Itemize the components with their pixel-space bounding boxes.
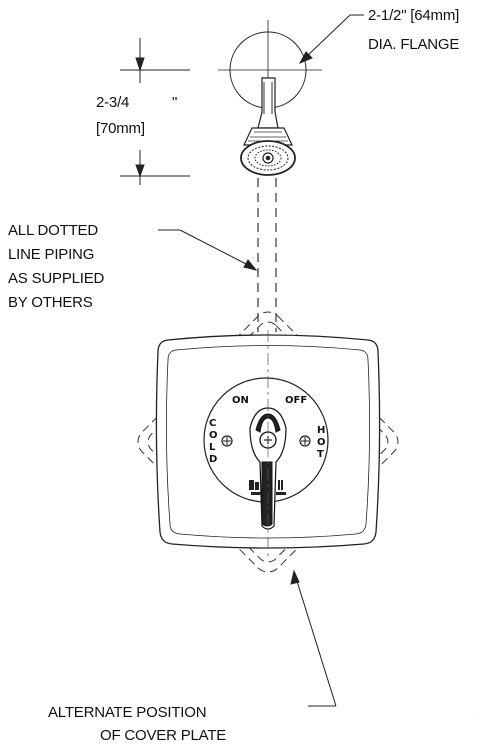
cover-note-leader [290, 569, 337, 707]
svg-text:O: O [209, 430, 218, 441]
supply-piping [257, 178, 277, 332]
piping-note-line-1: ALL DOTTED [8, 222, 98, 239]
cover-note-line-2: OF COVER PLATE [100, 727, 227, 744]
piping-note-line-4: BY OTHERS [8, 294, 93, 311]
arm-dimension [120, 38, 190, 185]
svg-text:L: L [209, 442, 216, 453]
temp-scale-marks [249, 480, 286, 495]
cover-note-line-1: ALTERNATE POSITION [48, 704, 207, 721]
svg-text:.: . [478, 714, 479, 719]
shower-head [240, 127, 296, 176]
piping-note-line-3: AS SUPPLIED [8, 270, 105, 287]
dial-hot-label: H O T [317, 425, 326, 460]
dial-cold-label: C O L D [209, 418, 218, 465]
flange-dia-label: DIA. FLANGE [368, 36, 460, 53]
svg-text:H: H [317, 425, 325, 436]
piping-leader [158, 229, 258, 271]
flange-leader [298, 14, 364, 65]
dial-on-label: ON [232, 395, 249, 406]
svg-text:O: O [317, 437, 326, 448]
piping-note-line-2: LINE PIPING [8, 246, 95, 263]
screw-left-icon [221, 435, 233, 447]
dial-off-label: OFF [285, 395, 307, 406]
svg-text:D: D [209, 454, 217, 465]
svg-text:C: C [209, 418, 216, 429]
svg-text:T: T [317, 449, 324, 460]
arm-dim-metric: [70mm] [96, 120, 145, 137]
arm-dim-value: 2-3/4 [96, 94, 130, 111]
screw-right-icon [299, 435, 311, 447]
flange-size-label: 2-1/2" [64mm] [368, 7, 460, 24]
arm-dim-inch-mark: " [172, 94, 178, 111]
shower-arm [257, 77, 279, 129]
